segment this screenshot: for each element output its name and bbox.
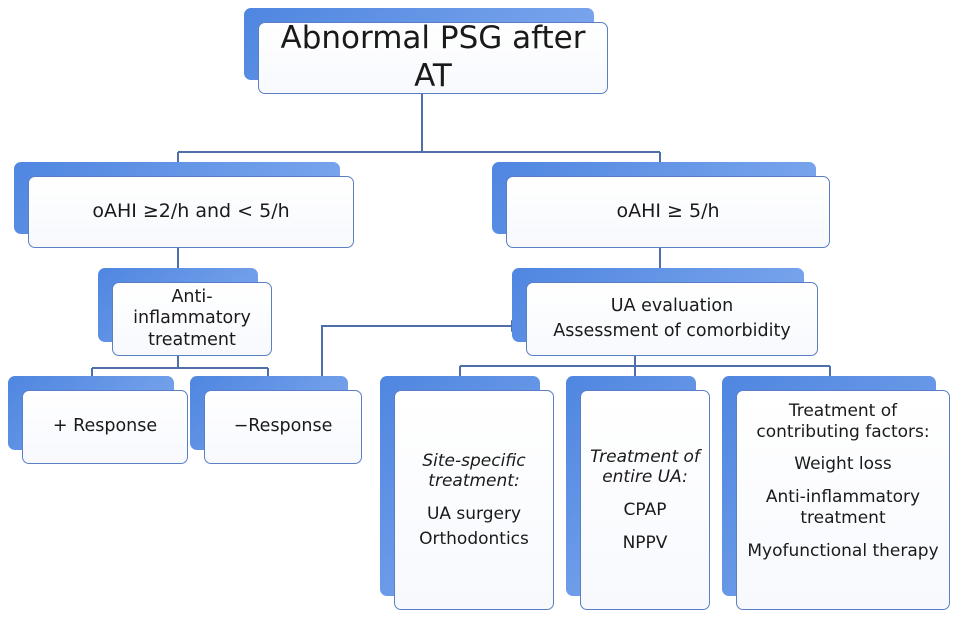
left-branch-label: oAHI ≥2/h and < 5/h xyxy=(92,200,290,223)
positive-response-node: + Response xyxy=(8,376,188,464)
root-node: Abnormal PSG after AT xyxy=(244,8,608,94)
entire-ua-heading: Treatment of entire UA: xyxy=(590,446,700,488)
contributing-factors-node: Treatment of contributing factors: Weigh… xyxy=(722,376,950,610)
ua-evaluation-node: UA evaluation Assessment of comorbidity xyxy=(512,268,818,356)
right-branch-node: oAHI ≥ 5/h xyxy=(492,162,830,248)
connector-negative-to-ua xyxy=(321,325,512,390)
entire-ua-item-2: NPPV xyxy=(622,532,668,553)
contributing-item-2: Anti-inflammatory treatment xyxy=(765,487,921,528)
negative-response-label: −Response xyxy=(233,416,333,437)
negative-response-node: −Response xyxy=(190,376,362,464)
anti-inflammatory-node: Anti-inflammatory treatment xyxy=(98,268,272,356)
contributing-item-1: Weight loss xyxy=(794,454,892,475)
left-branch-node: oAHI ≥2/h and < 5/h xyxy=(14,162,354,248)
site-specific-item-2: Orthodontics xyxy=(419,528,529,549)
anti-inflammatory-label: Anti-inflammatory treatment xyxy=(133,286,251,350)
contributing-heading: Treatment of contributing factors: xyxy=(756,401,930,442)
ua-evaluation-line2: Assessment of comorbidity xyxy=(553,321,791,341)
right-branch-label: oAHI ≥ 5/h xyxy=(616,200,720,223)
positive-response-label: + Response xyxy=(52,416,158,437)
site-specific-heading: Site-specific treatment: xyxy=(422,450,526,492)
root-label: Abnormal PSG after AT xyxy=(280,20,586,94)
ua-evaluation-line1: UA evaluation xyxy=(610,295,734,316)
contributing-item-3: Myofunctional therapy xyxy=(747,540,939,561)
entire-ua-node: Treatment of entire UA: CPAP NPPV xyxy=(566,376,710,610)
entire-ua-item-1: CPAP xyxy=(623,500,667,520)
site-specific-item-1: UA surgery xyxy=(426,504,522,524)
site-specific-node: Site-specific treatment: UA surgery Orth… xyxy=(380,376,554,610)
